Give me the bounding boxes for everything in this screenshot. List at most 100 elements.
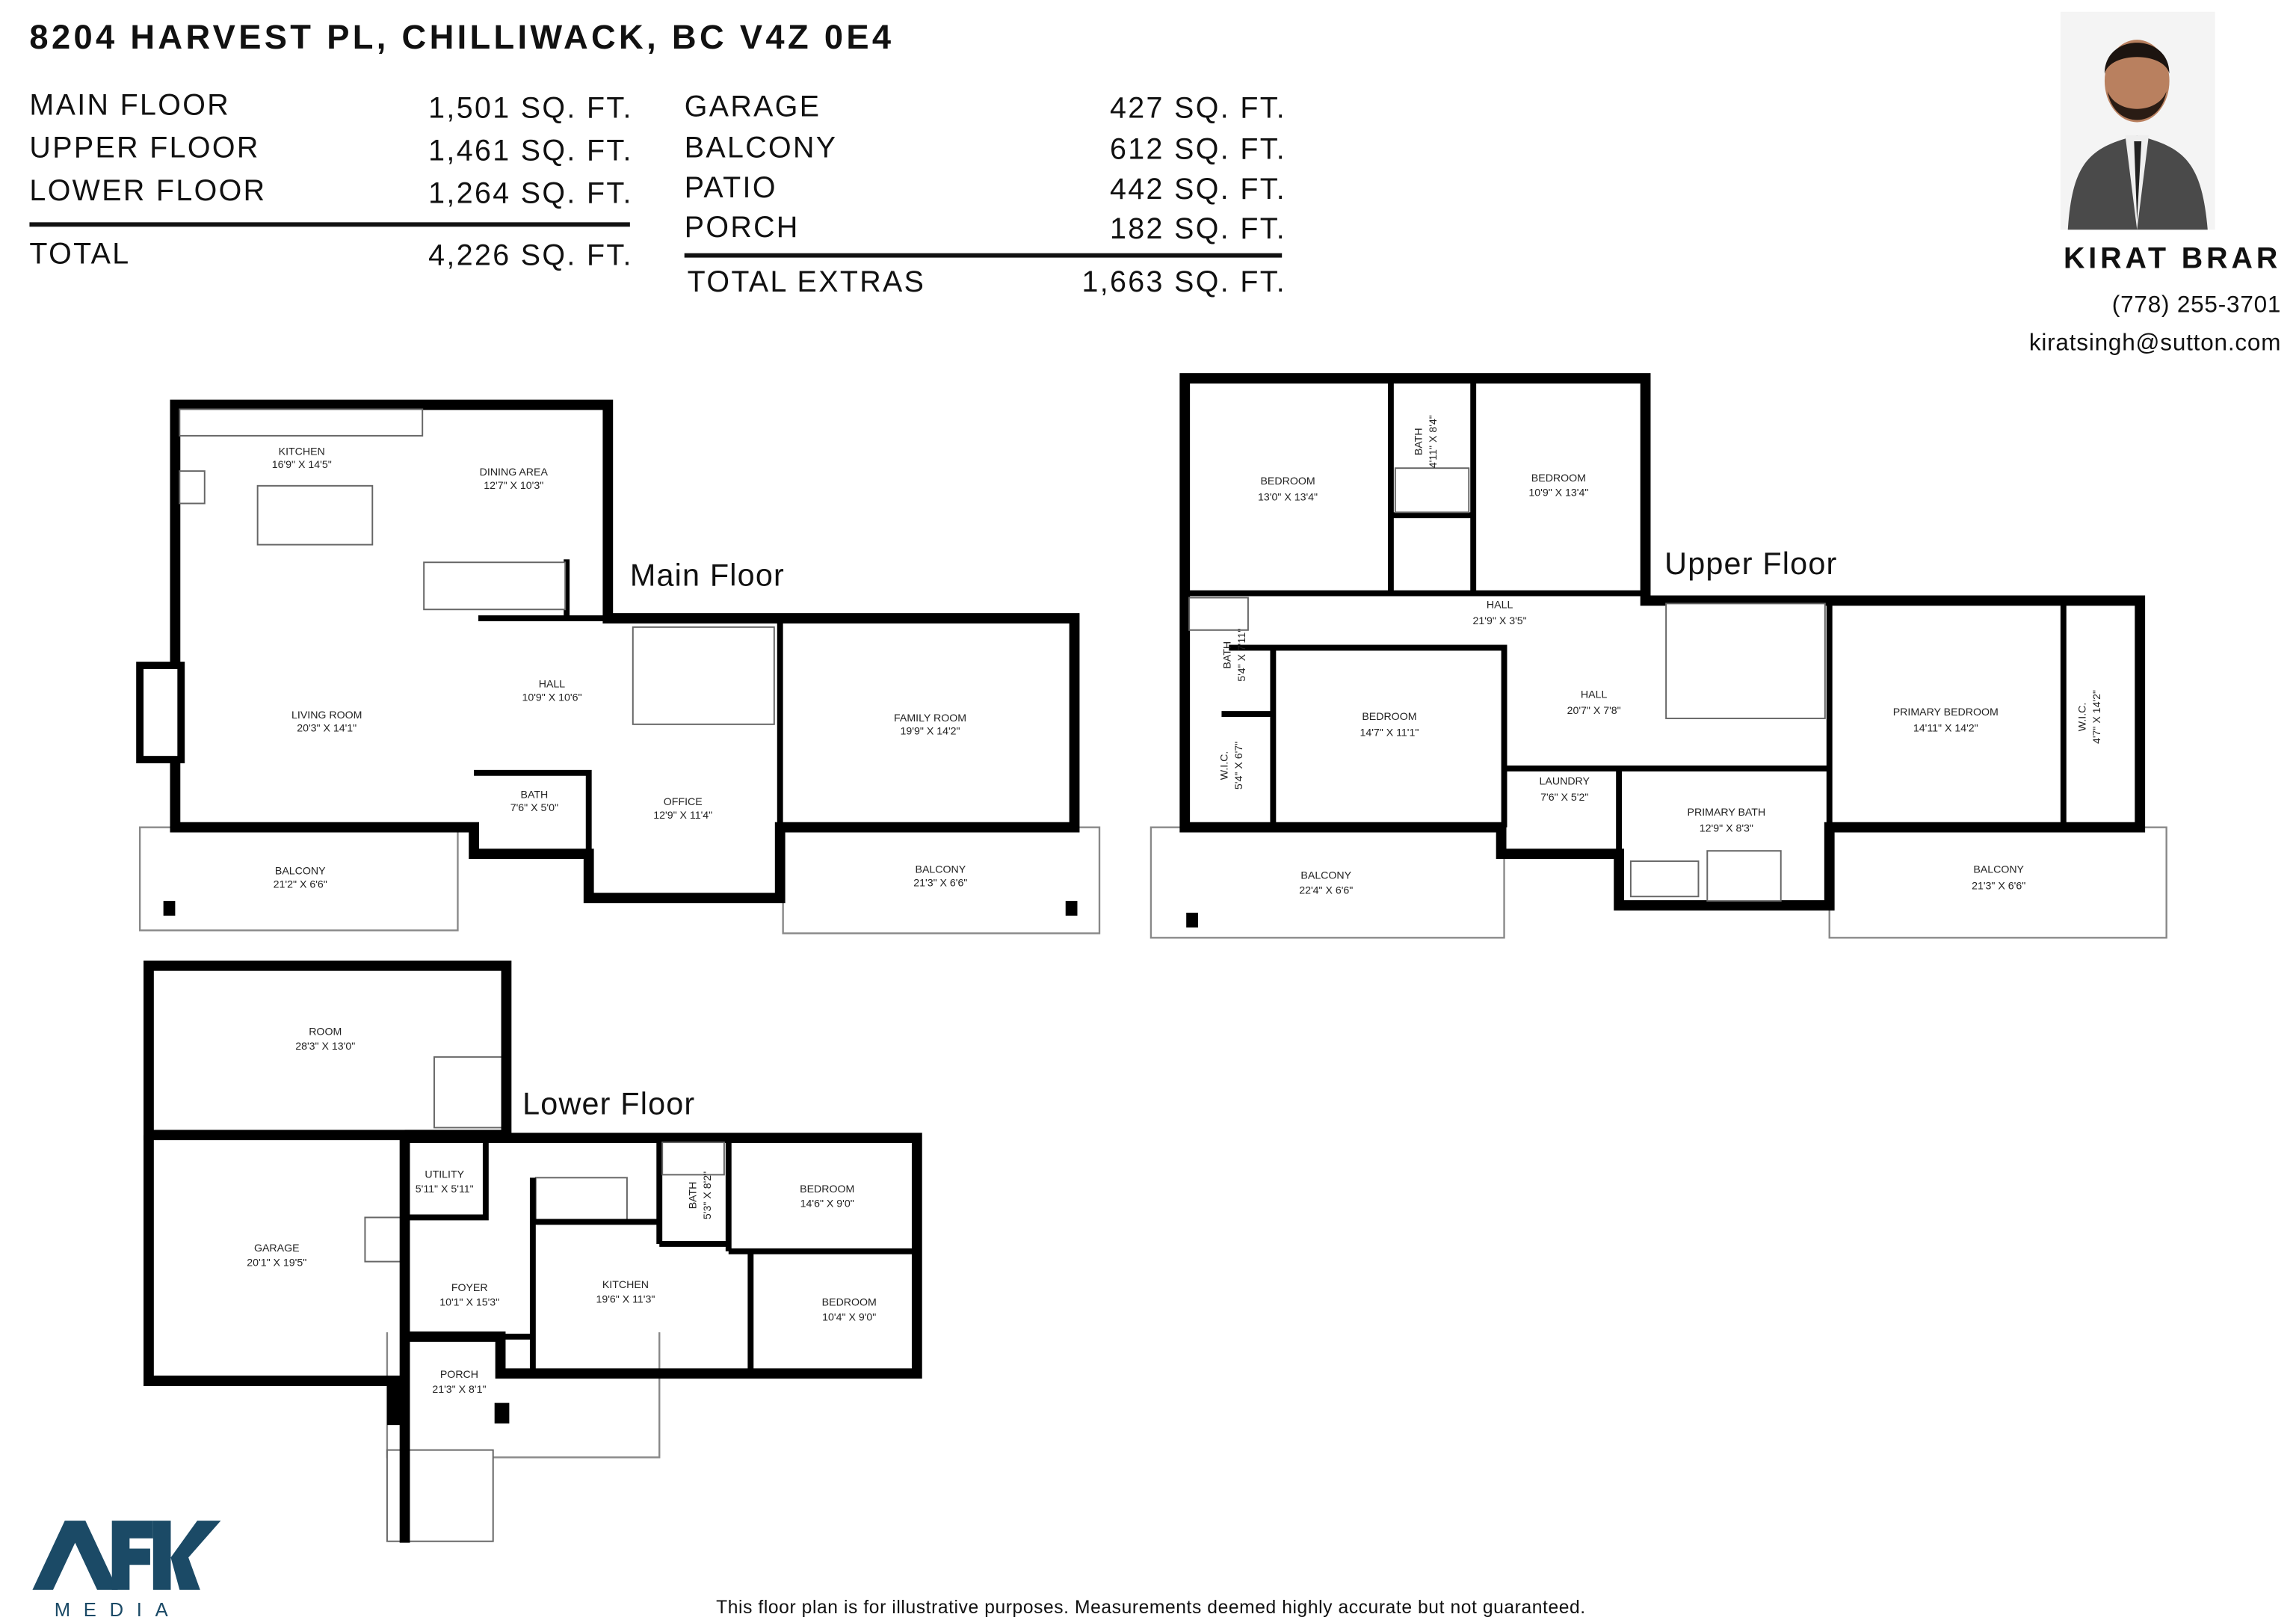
bathtub bbox=[1629, 860, 1700, 898]
extra-label: GARAGE bbox=[685, 90, 821, 123]
total-label: TOTAL bbox=[29, 237, 130, 270]
room-dims: 19'9" X 14'2" bbox=[901, 726, 960, 738]
room-label: DINING AREA bbox=[480, 466, 549, 478]
room-dims: 14'7" X 11'1" bbox=[1360, 727, 1419, 739]
disclaimer: This floor plan is for illustrative purp… bbox=[716, 1598, 1586, 1618]
extras-area-table: GARAGE 427 SQ. FT. BALCONY 612 SQ. FT. P… bbox=[684, 90, 1286, 298]
room-dims: 19'6" X 11'3" bbox=[596, 1294, 655, 1306]
room-dims: 20'3" X 14'1" bbox=[297, 723, 357, 735]
floor-area: 1,501 SQ. FT. bbox=[428, 92, 633, 125]
extra-label: PORCH bbox=[685, 211, 800, 244]
room-dims: 7'6" X 5'2" bbox=[1540, 792, 1588, 804]
room-label: HALL bbox=[1487, 599, 1513, 611]
room-dims: 20'1" X 19'5" bbox=[247, 1257, 306, 1269]
shower bbox=[1706, 850, 1782, 902]
floor-title: Upper Floor bbox=[1664, 546, 1837, 581]
room-label: BEDROOM bbox=[1362, 711, 1416, 723]
room-label: BATH bbox=[521, 789, 549, 801]
total-extras-area: 1,663 SQ. FT. bbox=[1081, 265, 1286, 298]
room-label: KITCHEN bbox=[279, 446, 325, 458]
room-label: BATH bbox=[1221, 641, 1233, 669]
floor-label: UPPER FLOOR bbox=[29, 132, 259, 164]
room-label: BALCONY bbox=[916, 864, 966, 876]
divider bbox=[684, 253, 1283, 258]
bathtub bbox=[1188, 597, 1249, 631]
room-dims: 16'9" X 14'5" bbox=[272, 459, 332, 471]
extra-area: 182 SQ. FT. bbox=[1110, 212, 1286, 245]
extra-area: 612 SQ. FT. bbox=[1110, 133, 1286, 166]
afk-media-logo: MEDIA bbox=[32, 1521, 221, 1621]
room-dims: 21'3" X 6'6" bbox=[913, 877, 967, 889]
room-dims: 5'3" X 8'2" bbox=[702, 1171, 714, 1219]
floor-area: 1,264 SQ. FT. bbox=[428, 177, 633, 210]
shower bbox=[661, 1142, 725, 1176]
room-label: PRIMARY BATH bbox=[1688, 807, 1766, 819]
room-label: KITCHEN bbox=[602, 1279, 649, 1291]
divider bbox=[29, 222, 630, 227]
room-dims: 10'1" X 15'3" bbox=[439, 1297, 499, 1309]
extra-area: 427 SQ. FT. bbox=[1110, 92, 1286, 125]
room-dims: 21'3" X 6'6" bbox=[1972, 880, 2025, 892]
room-dims: 12'9" X 11'4" bbox=[653, 810, 712, 822]
room-label: BEDROOM bbox=[822, 1297, 877, 1309]
agent-phone[interactable]: (778) 255-3701 bbox=[2112, 290, 2281, 317]
room-label: BEDROOM bbox=[1260, 475, 1315, 487]
room-dims: 12'7" X 10'3" bbox=[484, 480, 543, 492]
extra-area: 442 SQ. FT. bbox=[1110, 173, 1286, 206]
room-label: BEDROOM bbox=[1531, 472, 1586, 484]
room-label: HALL bbox=[1581, 689, 1608, 700]
stairs bbox=[534, 1177, 628, 1223]
room-dims: 10'4" X 9'0" bbox=[822, 1311, 876, 1323]
room-dims: 7'6" X 5'0" bbox=[510, 802, 558, 814]
stairs bbox=[364, 1216, 404, 1263]
agent-photo bbox=[2060, 11, 2215, 230]
lower-floor-plan: Lower Floor ROOM 28'3" X 13'0" GARAGE 20… bbox=[144, 960, 922, 1543]
room-label: BALCONY bbox=[1973, 864, 2024, 876]
extra-label: PATIO bbox=[685, 171, 777, 204]
room-dims: 5'11" X 5'11" bbox=[416, 1183, 474, 1195]
exterior-wall bbox=[1179, 373, 2146, 911]
floor-label: MAIN FLOOR bbox=[29, 89, 230, 122]
floor-title: Main Floor bbox=[630, 558, 785, 593]
room-label: BEDROOM bbox=[800, 1183, 854, 1195]
room-label: BATH bbox=[1413, 428, 1425, 455]
room-label: OFFICE bbox=[664, 796, 703, 808]
total-area: 4,226 SQ. FT. bbox=[428, 238, 633, 271]
room-dims: 10'9" X 13'4" bbox=[1528, 487, 1588, 499]
room-label: HALL bbox=[539, 679, 566, 691]
room-label: W.I.C. bbox=[2076, 703, 2088, 732]
room-dims: 14'6" X 9'0" bbox=[800, 1198, 854, 1210]
agent-email[interactable]: kiratsingh@sutton.com bbox=[2029, 329, 2281, 356]
total-extras-label: TOTAL EXTRAS bbox=[688, 265, 926, 298]
room-label: UTILITY bbox=[425, 1168, 464, 1180]
room-label: ROOM bbox=[309, 1026, 342, 1038]
room-dims: 4'11" X 8'4" bbox=[1428, 415, 1439, 468]
room-label: PORCH bbox=[440, 1369, 478, 1381]
room-label: BALCONY bbox=[1300, 870, 1351, 882]
room-label: LAUNDRY bbox=[1540, 776, 1590, 788]
room-label: PRIMARY BEDROOM bbox=[1893, 706, 1999, 718]
property-address: 8204 HARVEST PL, CHILLIWACK, BC V4Z 0E4 bbox=[29, 18, 894, 56]
room-dims: 14'11" X 14'2" bbox=[1913, 723, 1978, 735]
stairs bbox=[433, 1056, 506, 1129]
room-dims: 21'3" X 8'1" bbox=[432, 1384, 486, 1396]
room-label: GARAGE bbox=[254, 1242, 300, 1254]
room-label: FAMILY ROOM bbox=[894, 712, 966, 724]
floor-label: LOWER FLOOR bbox=[29, 174, 266, 207]
room-dims: 20'7" X 7'8" bbox=[1567, 705, 1621, 717]
room-label: FOYER bbox=[451, 1282, 488, 1294]
kitchen-island bbox=[256, 484, 374, 546]
room-dims: 4'7" X 14'2" bbox=[2091, 690, 2103, 744]
room-dims: 22'4" X 6'6" bbox=[1299, 884, 1353, 896]
exterior-wall bbox=[144, 960, 512, 1141]
room-label: LIVING ROOM bbox=[291, 709, 362, 721]
upper-floor-plan: Upper Floor BEDROOM 13'0" X 13'4" BATH 4… bbox=[1149, 373, 2167, 939]
room-dims: 28'3" X 13'0" bbox=[295, 1041, 355, 1053]
shower bbox=[1394, 467, 1470, 514]
extra-label: BALCONY bbox=[685, 132, 838, 164]
room-label: W.I.C. bbox=[1218, 751, 1230, 780]
stairs bbox=[1665, 603, 1826, 719]
floor-area: 1,461 SQ. FT. bbox=[428, 135, 633, 167]
balcony-outline bbox=[1149, 826, 1505, 939]
